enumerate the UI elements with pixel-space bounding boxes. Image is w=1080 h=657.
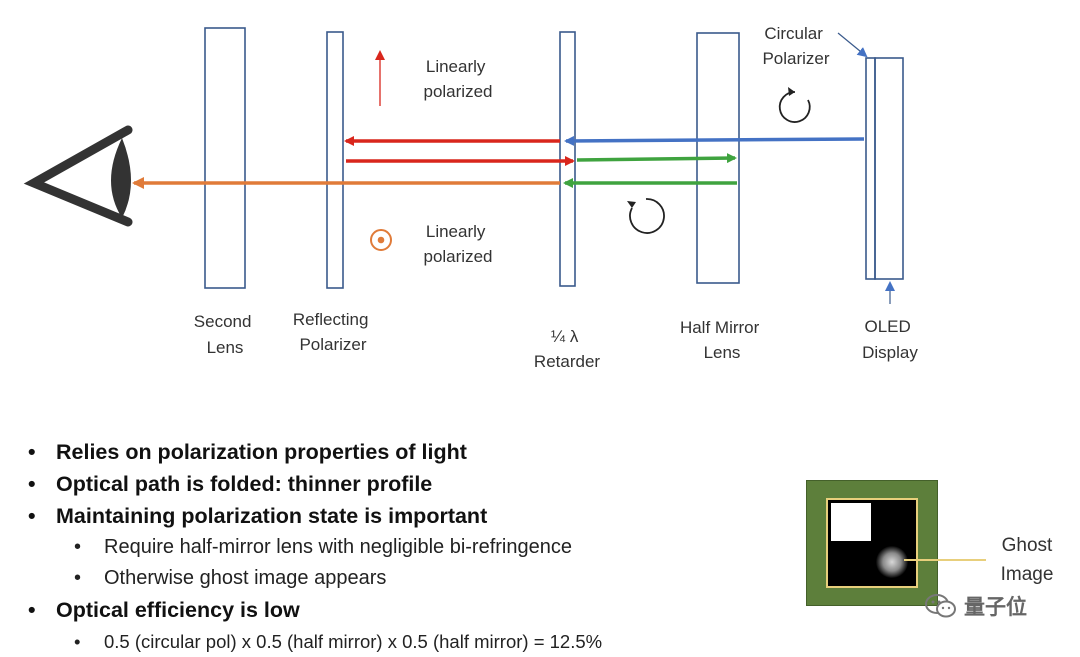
- label-retarder: ¼ λ Retarder: [534, 327, 600, 371]
- blue-ray: [564, 135, 865, 146]
- bullet-list: Relies on polarization properties of lig…: [26, 436, 766, 657]
- bright-square: [831, 503, 871, 541]
- watermark: 量子位: [924, 591, 1027, 621]
- label-half-mirror-lens: Half Mirror Lens: [680, 318, 764, 362]
- second-lens-element: [204, 27, 246, 289]
- sub-bullet-item: 0.5 (circular pol) x 0.5 (half mirror) x…: [26, 626, 766, 657]
- label-linearly-polarized-top: Linearly polarized: [424, 57, 493, 101]
- label-oled-display: OLED Display: [862, 317, 918, 362]
- rotation-counterclockwise-icon: [627, 198, 665, 234]
- out-of-plane-polarization-icon: [370, 229, 392, 251]
- circular-polarizer-pointer: [837, 32, 868, 58]
- bullet-item: Maintaining polarization state is import…: [26, 500, 766, 532]
- label-circular-polarizer: Circular Polarizer: [762, 24, 829, 68]
- oled-display-element: [874, 57, 904, 280]
- wechat-icon: [925, 594, 956, 618]
- ghost-blob: [876, 546, 908, 578]
- sub-bullet-item: Require half-mirror lens with negligible…: [26, 532, 766, 563]
- bullet-item: Optical efficiency is low: [26, 594, 766, 626]
- retarder-element: [559, 31, 576, 287]
- optics-diagram: Second Lens Reflecting Polarizer ¼ λ Ret…: [23, 24, 918, 371]
- ghost-image-illustration: [806, 480, 938, 606]
- reflecting-polarizer-element: [326, 31, 344, 289]
- ghost-screen: [826, 498, 918, 588]
- ghost-callout-line: [904, 559, 986, 561]
- sub-bullet-item: Otherwise ghost image appears: [26, 563, 766, 594]
- green-ray-forward: [576, 153, 737, 164]
- circular-polarizer-element: [865, 57, 876, 280]
- eye-icon: [23, 125, 133, 227]
- label-linearly-polarized-bottom: Linearly polarized: [424, 222, 493, 266]
- bullet-item: Relies on polarization properties of lig…: [26, 436, 766, 468]
- label-second-lens: Second Lens: [194, 312, 256, 357]
- label-reflecting-polarizer: Reflecting Polarizer: [293, 310, 373, 354]
- bullet-item: Optical path is folded: thinner profile: [26, 468, 766, 500]
- ghost-image-label: Ghost Image: [1000, 535, 1054, 585]
- watermark-text: 量子位: [964, 595, 1027, 619]
- rotation-clockwise-icon: [778, 87, 811, 123]
